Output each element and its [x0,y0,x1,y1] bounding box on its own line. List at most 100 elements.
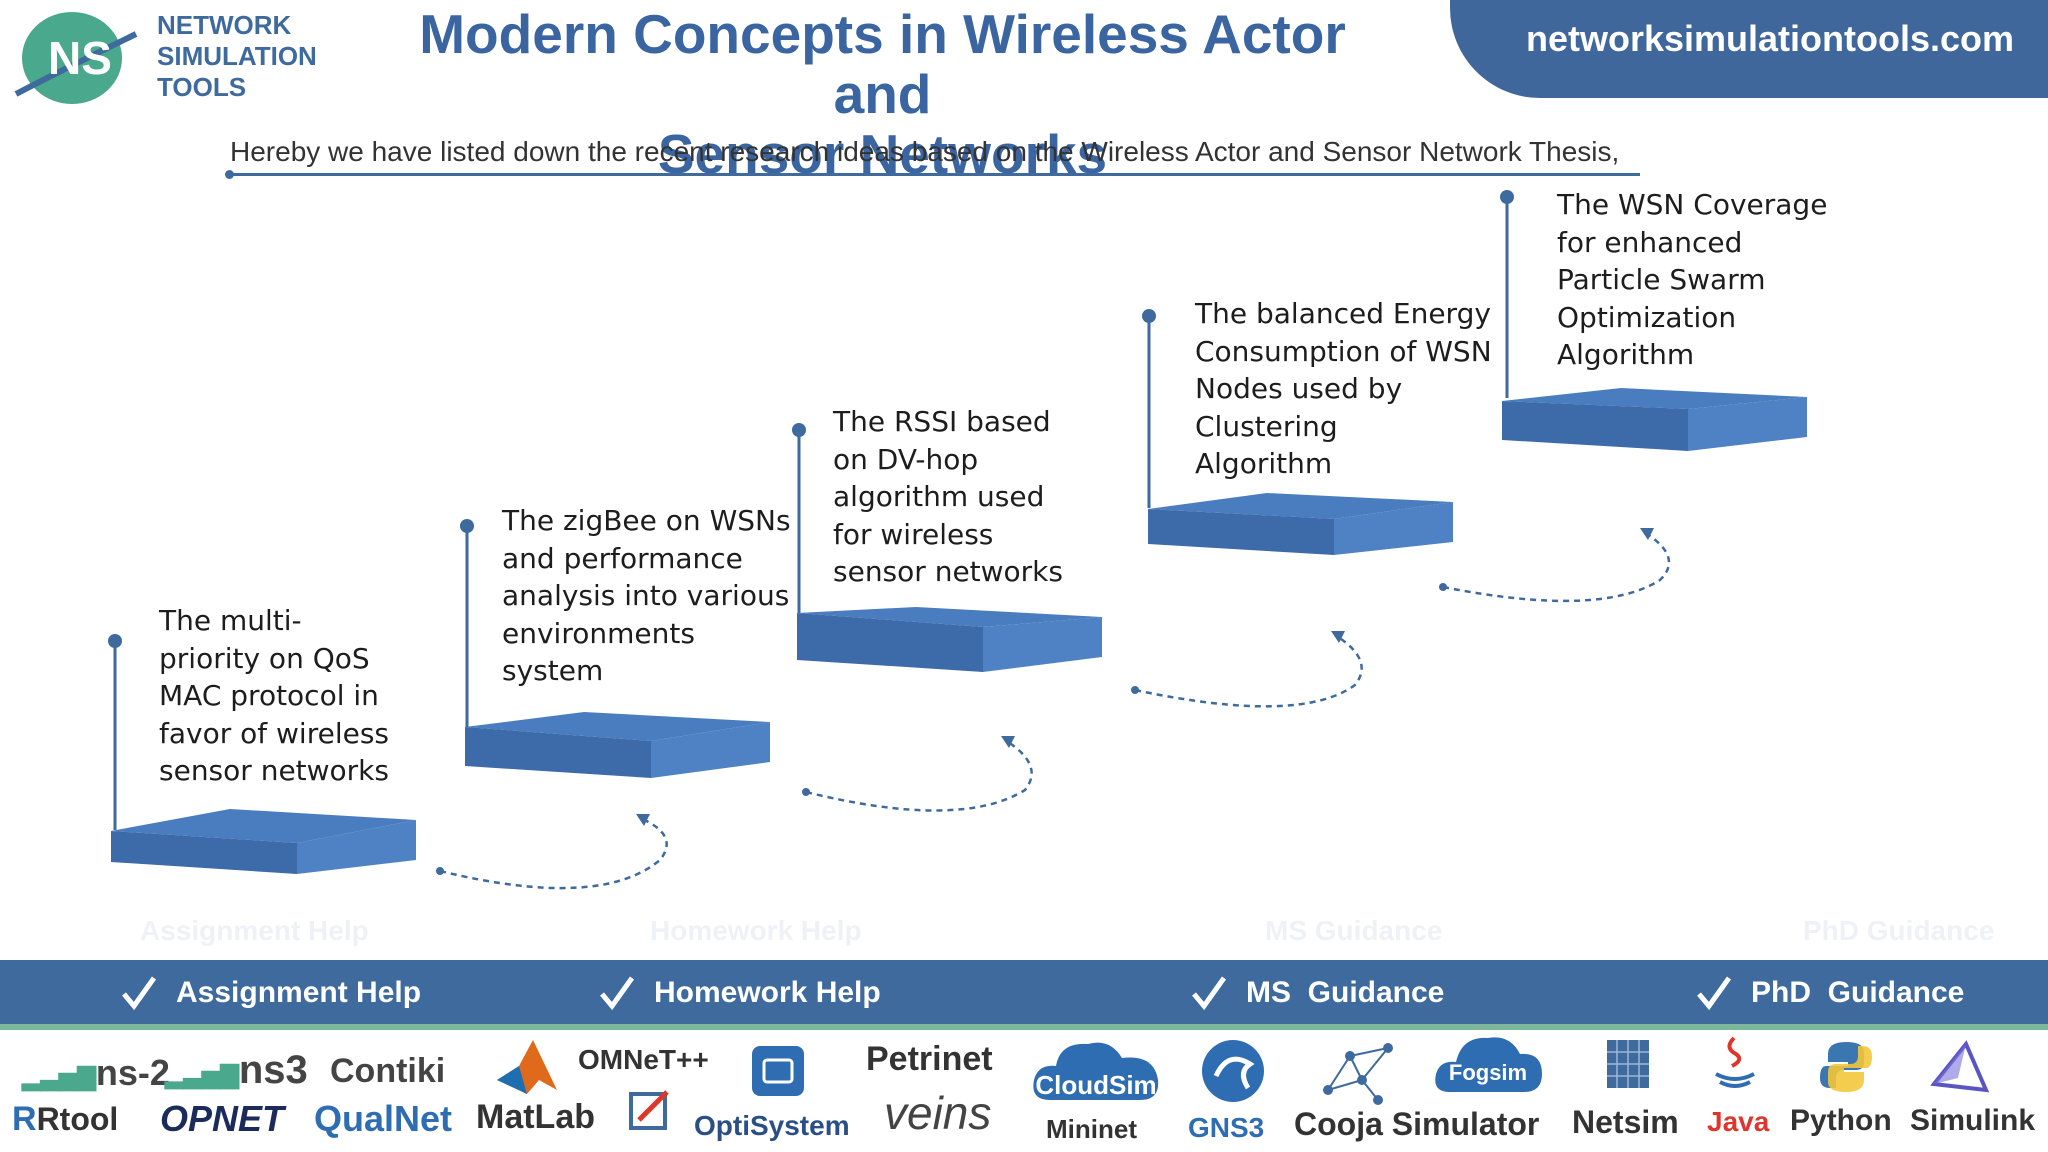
fogsim-cloud-icon [1435,1037,1542,1092]
tool-simulink: Simulink [1910,1104,2036,1137]
ghost-label: Homework Help [650,915,862,946]
step-line: Nodes used by [1195,372,1403,406]
title-line-1: Modern Concepts in Wireless Actor and [419,3,1346,125]
step-2-text: The zigBee on WSNs and performance analy… [502,502,791,690]
step-line: sensor networks [833,555,1063,589]
step-line: and performance [502,541,743,575]
step-line: for wireless [833,517,994,551]
tool-cloudsim: CloudSim [1035,1070,1157,1100]
intro-dot [225,170,234,179]
step-line: The multi- [159,604,302,637]
ghost-label: Assignment Help [140,915,369,946]
tool-optisystem: OptiSystem [694,1110,850,1141]
step-platform-1 [108,634,416,874]
step-line: Clustering [1195,409,1338,443]
step-line: favor of wireless [159,716,390,750]
step-platform-3 [792,423,1102,672]
stairs-graphic [108,190,1807,890]
service-label: Assignment Help [176,976,422,1009]
step-line: algorithm used [833,480,1045,514]
service-label: Homework Help [654,976,881,1009]
step-platform-4 [1142,309,1453,555]
step-line: environments [502,616,695,650]
step-line: Algorithm [1557,338,1695,372]
tool-gns3: GNS3 [1188,1112,1265,1143]
logo-line: NETWORK [157,10,292,40]
tool-omnet: OMNeT++ [578,1044,709,1075]
tool-mininet: Mininet [1046,1114,1137,1144]
step-line: Algorithm [1195,447,1333,481]
services-band: Assignment Help Homework Help MS Guidanc… [0,960,2048,1026]
step-line: system [502,654,604,688]
tool-cooja: Cooja Simulator [1294,1106,1540,1142]
step-line: The balanced Energy [1195,297,1491,330]
optisystem-icon [752,1046,804,1096]
simulink-icon [1930,1040,1990,1093]
intro-text: Hereby we have listed down the recent re… [230,136,1620,167]
logo-line: TOOLS [157,72,247,102]
netsim-icon [1607,1040,1649,1088]
tool-java: Java [1707,1106,1770,1137]
services-reflection: Assignment Help Homework Help MS Guidanc… [0,915,2048,960]
step-line: sensor networks [159,754,389,788]
logo-wordmark: NETWORK SIMULATION TOOLS [157,10,317,103]
tool-fogsim: Fogsim [1448,1060,1528,1085]
tool-rtool: RRtool [12,1100,118,1139]
logo-mark-text: NS [48,32,112,84]
tool-opnet: OPNET [160,1098,285,1139]
cooja-network-icon [1323,1043,1393,1105]
intro-underline [228,173,1640,176]
step-line: The WSN Coverage [1557,188,1828,221]
step-line: MAC protocol in [159,679,379,713]
step-line: on DV-hop [833,442,979,476]
step-1-text: The multi- priority on QoS MAC protocol … [159,602,389,790]
tool-veins: veins [884,1087,992,1139]
tool-python: Python [1790,1104,1892,1137]
step-line: The zigBee on WSNs [502,504,791,537]
tool-ns2: ▂▃▅▇ns-2 [22,1052,170,1094]
step-line: for enhanced [1557,225,1743,259]
step-platform-5 [1500,190,1807,451]
tool-netsim: Netsim [1572,1104,1679,1140]
java-cup-icon [1715,1036,1755,1088]
step-5-text: The WSN Coverage for enhanced Particle S… [1557,186,1827,374]
service-ms-guidance[interactable]: MS Guidance [1190,974,1444,1012]
step-line: Optimization [1557,300,1737,334]
step-line: Particle Swarm [1557,263,1766,297]
logo-mark-icon: NS [14,12,138,104]
service-homework-help[interactable]: Homework Help [598,974,881,1012]
tool-label: Rtool [36,1101,119,1137]
site-link[interactable]: networksimulationtools.com [1525,18,2015,59]
site-tab [1450,0,2048,98]
service-label: PhD Guidance [1751,976,1965,1009]
r-icon: R [12,1100,37,1138]
band-accent-stripe [0,1024,2048,1030]
connector-arrows [439,530,1671,890]
gns3-icon [1202,1040,1264,1102]
tool-label: ns-2 [95,1052,170,1093]
check-icon [1697,976,1732,1011]
ghost-label: PhD Guidance [1803,915,1995,946]
signal-icon: ▂▃▅▇ [165,1062,239,1089]
logo-line: SIMULATION [157,41,317,71]
step-line: priority on QoS [159,641,370,675]
signal-icon: ▂▃▅▇ [22,1064,96,1091]
ghost-label: MS Guidance [1265,915,1443,946]
python-icon [1820,1042,1872,1092]
check-icon [600,976,635,1011]
service-assignment-help[interactable]: Assignment Help [120,974,421,1012]
service-phd-guidance[interactable]: PhD Guidance [1695,974,1964,1012]
check-icon [1192,976,1227,1011]
check-icon [122,976,157,1011]
tool-petrinet: Petrinet [866,1040,993,1078]
tool-contiki: Contiki [330,1052,446,1090]
tool-matlab: MatLab [476,1098,595,1136]
step-line: Consumption of WSN [1195,334,1492,368]
step-platform-2 [460,519,770,778]
connector-arrowheads [436,528,1654,875]
step-4-text: The balanced Energy Consumption of WSN N… [1195,295,1492,483]
tool-label: ns3 [238,1048,308,1092]
tool-ns3: ▂▃▅▇ns3 [165,1048,308,1093]
matlab-icon [497,1040,557,1094]
tool-qualnet: QualNet [314,1098,453,1139]
